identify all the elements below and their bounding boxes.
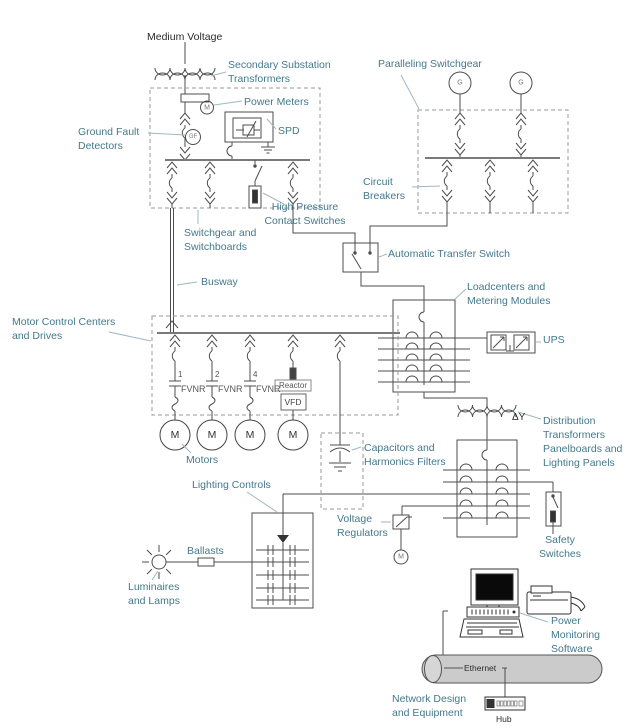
wire-gen-to-ats [369,202,448,243]
label-secondary-substation-transformers: Secondary Substation Transformers [228,59,331,85]
label-luminaires-lamps: Luminaires and Lamps [128,581,180,607]
label-leader-lines [108,71,549,623]
label-paralleling-switchgear: Paralleling Switchgear [378,58,482,70]
starter-3-fvnr-label: FVNR [256,384,281,394]
starter-2-fvnr-label: FVNR [218,384,243,394]
motor-3-letter: M [245,428,255,441]
label-delta-y: ΔY [512,412,526,423]
label-capacitors-harmonics: Capacitors and Harmonics Filters [364,442,446,468]
wire-pc-to-ethernet [442,610,448,656]
label-high-pressure-contact-switches: High Pressure Contact Switches [264,201,346,227]
motor-4-letter: M [288,428,298,441]
label-spd: SPD [278,125,300,137]
motor-2-letter: M [207,428,217,441]
label-lighting-controls: Lighting Controls [192,479,271,491]
panelboard-symbol [283,439,553,538]
automatic-transfer-switch-symbol [342,242,425,300]
wire-switchgear-to-ats [292,204,356,243]
switchgear-enclosure [149,87,321,209]
fvnr-starter-symbols [169,361,256,420]
reactor-label: Reactor [278,381,308,390]
label-motor-control-centers: Motor Control Centers and Drives [12,316,116,342]
label-network-design-equipment: Network Design and Equipment [392,693,467,719]
high-pressure-contact-switch-symbol [248,160,263,209]
label-ethernet: Ethernet [464,663,497,673]
starter-3-number: 4 [253,370,258,379]
label-power-monitoring-software: Power Monitoring Software [551,615,601,655]
label-switchgear-and-switchboards: Switchgear and Switchboards [184,227,257,253]
generator-symbols [448,71,533,113]
generator-1-letter: G [457,79,463,87]
label-circuit-breakers: Circuit Breakers [363,176,406,202]
safety-switch-symbol [545,482,562,534]
label-ground-fault-detectors: Ground Fault Detectors [78,126,140,152]
label-ballasts: Ballasts [187,545,224,557]
spd-symbol [224,111,275,160]
mcc-enclosure [151,315,399,416]
starter-1-fvnr-label: FVNR [181,384,206,394]
ground-fault-letter: GF [188,134,198,140]
motor-symbols [159,419,309,451]
paralleling-switchgear-enclosure [417,109,569,214]
label-voltage-regulators: Voltage Regulators [337,513,388,539]
label-ups: UPS [543,334,565,346]
distribution-transformer-symbol [457,404,517,440]
label-busway: Busway [201,276,238,288]
power-meter-letter: M [204,104,210,112]
regulator-motor-letter: M [398,553,404,561]
printer-symbol [526,585,586,615]
generator-2-letter: G [518,79,524,87]
starter-2-number: 2 [215,370,220,379]
voltage-regulator-symbol [392,506,412,565]
computer-symbol [459,568,524,638]
hub-symbol [484,696,526,711]
label-loadcenters-metering: Loadcenters and Metering Modules [467,281,551,307]
capacitor-filter-symbol [320,361,364,510]
loadcenter-symbol [378,299,488,405]
secondary-substation-transformer-symbol [154,42,216,94]
vfd-drive-symbol [274,361,312,420]
label-automatic-transfer-switch: Automatic Transfer Switch [388,248,510,260]
lighting-controls-symbol [251,494,314,609]
label-distribution-transformers: Distribution Transformers Panelboards an… [543,415,623,469]
luminaire-symbol [142,545,256,579]
busway-symbol [165,208,179,333]
label-hub: Hub [496,714,512,724]
power-meter-symbol [180,93,214,115]
ethernet-pipe [421,654,603,684]
label-medium-voltage: Medium Voltage [147,31,223,43]
ups-symbol [486,331,536,354]
vfd-label: VFD [284,396,302,407]
starter-1-number: 1 [178,370,183,379]
label-power-meters: Power Meters [244,96,309,108]
motor-1-letter: M [170,428,180,441]
ballast-symbol [197,557,215,567]
label-motors: Motors [186,454,219,466]
label-safety-switches: Safety Switches [538,534,581,560]
